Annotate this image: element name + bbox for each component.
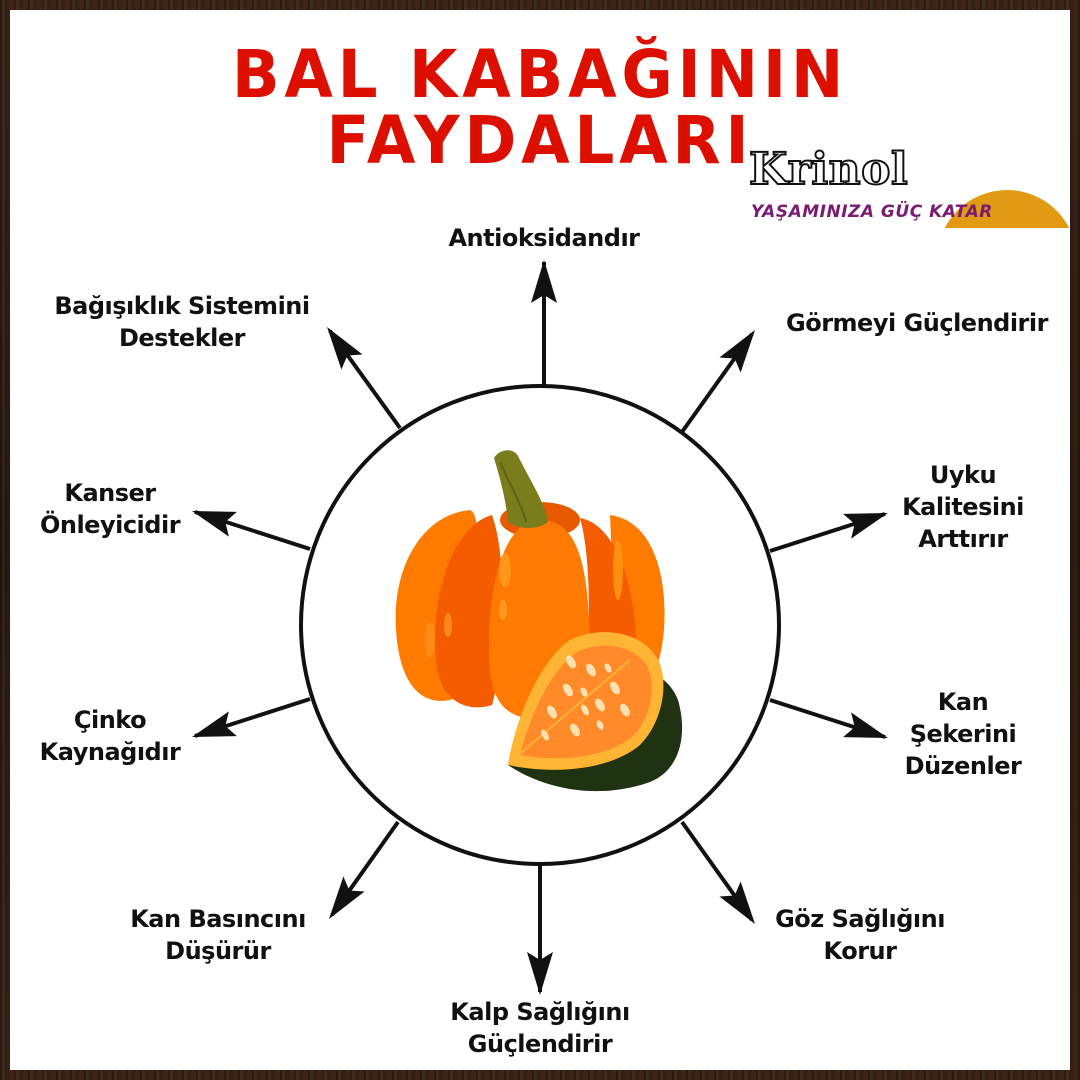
arrowhead-zinc-icon [192,711,237,737]
benefit-eye-health: Göz Sağlığını Korur [740,903,980,967]
benefit-heart-health: Kalp Sağlığını Güçlendirir [420,996,660,1060]
pumpkin-icon [395,450,683,792]
benefit-text: Önleyicidir [39,511,181,539]
benefit-immunity: Bağışıklık Sistemini Destekler [22,290,342,354]
krinol-logo: Krinol YAŞAMINIZA GÜÇ KATAR [745,144,1077,238]
benefit-text: Kalitesini [902,493,1024,521]
arrowhead-antioxidant-icon [531,260,557,303]
benefit-text: Antioksidandır [448,224,640,252]
arrowhead-blood-sugar-icon [843,712,888,738]
arrowhead-heart-health-icon [527,952,553,995]
arrowhead-immunity-icon [327,327,363,370]
benefit-text: Güçlendirir [467,1030,613,1058]
benefit-text: Kaynağıdır [39,738,181,766]
benefit-blood-sugar: Kan Şekerini Düzenler [873,686,1053,782]
benefit-text: Korur [823,937,897,965]
arrowhead-eye-health-icon [719,881,755,924]
arrowhead-vision-icon [719,330,755,373]
benefit-text: Kan [937,688,989,716]
benefit-zinc: Çinko Kaynağıdır [20,704,200,768]
benefit-text: Görmeyi Güçlendirir [786,309,1048,337]
benefit-text: Düzenler [904,752,1022,780]
benefit-text: Şekerini [909,720,1017,748]
benefit-text: Çinko [73,706,147,734]
logo-tagline: YAŞAMINIZA GÜÇ KATAR [751,202,993,222]
benefit-text: Kalp Sağlığını [450,998,630,1026]
benefit-blood-pressure: Kan Basıncını Düşürür [98,903,338,967]
benefit-sleep: Uyku Kalitesini Arttırır [873,459,1053,555]
arrow-heads [192,260,889,995]
benefit-vision: Görmeyi Güçlendirir [752,307,1080,339]
benefit-text: Düşürür [165,937,271,965]
page-title: BAL KABAĞININ FAYDALARI [231,36,849,179]
benefit-text: Destekler [118,324,246,352]
logo-brand-name: Krinol [748,144,909,195]
benefit-antioxidant: Antioksidandır [404,222,684,254]
arrowhead-cancer-icon [192,511,237,537]
benefit-text: Kanser [64,479,156,507]
benefit-text: Arttırır [918,525,1008,553]
benefit-text: Bağışıklık Sistemini [54,292,310,320]
arrowhead-sleep-icon [843,513,889,539]
benefit-cancer: Kanser Önleyicidir [20,477,200,541]
benefit-text: Göz Sağlığını [775,905,945,933]
benefit-text: Kan Basıncını [130,905,306,933]
arrowhead-blood-pressure-icon [329,876,365,919]
benefit-text: Uyku [929,461,997,489]
